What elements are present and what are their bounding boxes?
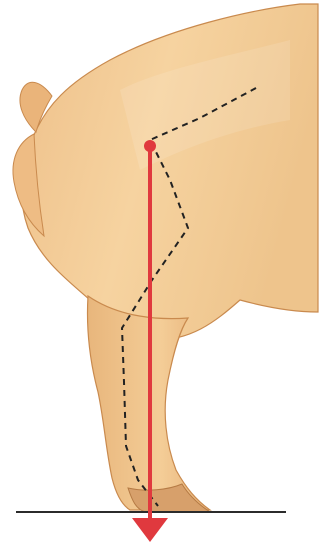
joint-dot-icon	[144, 140, 156, 152]
arrow-down-icon	[132, 518, 168, 542]
